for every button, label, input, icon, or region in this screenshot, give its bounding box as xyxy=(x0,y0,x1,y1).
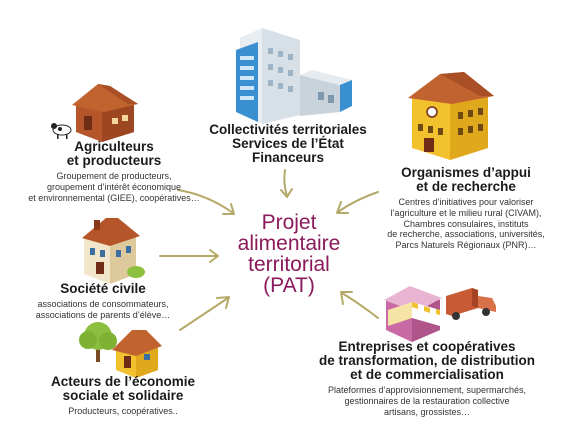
desc-line: Producteurs, coopératives.. xyxy=(68,406,178,416)
arrow-from-organismes xyxy=(336,191,379,214)
title-line: et de commercialisation xyxy=(350,367,504,382)
desc-line: artisans, grossistes… xyxy=(383,406,471,417)
actor-title: Collectivités territoriales Services de … xyxy=(178,123,398,165)
title-line: et producteurs xyxy=(66,153,162,168)
title-line: de transformation, de distribution xyxy=(318,353,535,368)
desc-line: Plateformes d’approvisionnement, superma… xyxy=(327,385,527,395)
desc-line: Chambres consulaires, instituts xyxy=(403,218,529,229)
office-building-icon xyxy=(236,28,352,124)
desc-line: gestionnaires de la restauration collect… xyxy=(344,395,510,406)
actor-organismes: Organismes d’appui et de recherche Centr… xyxy=(368,166,564,251)
actor-collectivites: Collectivités territoriales Services de … xyxy=(178,123,398,165)
actor-title: Acteurs de l’économie sociale et solidai… xyxy=(28,375,218,403)
actor-description: associations de consommateurs, associati… xyxy=(8,299,198,321)
center-line: Projet xyxy=(261,211,317,234)
arrow-from-ess xyxy=(179,296,230,331)
actor-description: Plateformes d’approvisionnement, superma… xyxy=(292,385,562,417)
actor-title: Organismes d’appui et de recherche xyxy=(368,166,564,194)
title-line: Services de l’État xyxy=(232,136,344,151)
center-line: (PAT) xyxy=(263,274,315,297)
yellow-house-icon xyxy=(112,330,162,378)
actor-title: Société civile xyxy=(8,282,198,296)
farm-barn-icon xyxy=(72,84,138,142)
university-building-icon xyxy=(408,72,494,160)
title-line: sociale et solidaire xyxy=(62,388,184,403)
arrow-from-collectivites xyxy=(280,169,293,198)
title-line: Financeurs xyxy=(251,150,325,165)
center-line: alimentaire xyxy=(237,232,341,255)
desc-line: Parcs Naturels Régionaux (PNR)… xyxy=(395,240,537,251)
arrows xyxy=(159,169,379,331)
title-line: Collectivités territoriales xyxy=(209,122,367,137)
cow-icon xyxy=(51,123,72,139)
pat-center-label: Projet alimentaire territorial (PAT) xyxy=(214,212,364,296)
actor-description: Groupement de producteurs, groupement d’… xyxy=(4,171,224,203)
desc-line: de recherche, associations, universités, xyxy=(387,229,545,240)
tree-icon xyxy=(79,322,117,362)
actor-societe-civile: Société civile associations de consommat… xyxy=(8,282,198,321)
town-house-icon xyxy=(82,218,145,284)
shop-icon xyxy=(384,286,442,342)
desc-line: et environnemental (GIEE), coopératives… xyxy=(28,192,200,203)
arrow-from-societe xyxy=(159,249,219,263)
delivery-truck-icon xyxy=(446,288,496,320)
actor-title: Agriculteurs et producteurs xyxy=(4,140,224,168)
title-line: Entreprises et coopératives xyxy=(338,339,516,354)
arrow-from-entreprises xyxy=(340,291,379,319)
title-line: Acteurs de l’économie xyxy=(50,374,196,389)
desc-line: associations de consommateurs, xyxy=(37,299,169,309)
actor-description: Producteurs, coopératives.. xyxy=(28,406,218,417)
title-line: Société civile xyxy=(60,281,146,296)
title-line: Organismes d’appui xyxy=(401,165,531,180)
title-line: Agriculteurs xyxy=(74,139,154,154)
desc-line: l’agriculture et le milieu rural (CIVAM)… xyxy=(390,207,542,218)
title-line: et de recherche xyxy=(416,179,516,194)
desc-line: associations de parents d’élève… xyxy=(35,309,171,320)
center-line: territorial xyxy=(248,253,330,276)
desc-line: Centres d’initiatives pour valoriser xyxy=(398,197,534,207)
actor-agriculteurs: Agriculteurs et producteurs Groupement d… xyxy=(4,140,224,203)
actor-economie-sociale-solidaire: Acteurs de l’économie sociale et solidai… xyxy=(28,375,218,417)
actor-title: Entreprises et coopératives de transform… xyxy=(292,340,562,382)
actor-entreprises: Entreprises et coopératives de transform… xyxy=(292,340,562,417)
arrow-from-agriculteurs xyxy=(177,189,235,215)
actor-description: Centres d’initiatives pour valoriser l’a… xyxy=(368,197,564,251)
desc-line: Groupement de producteurs, xyxy=(56,171,172,181)
desc-line: groupement d’intérêt économique xyxy=(46,181,182,192)
